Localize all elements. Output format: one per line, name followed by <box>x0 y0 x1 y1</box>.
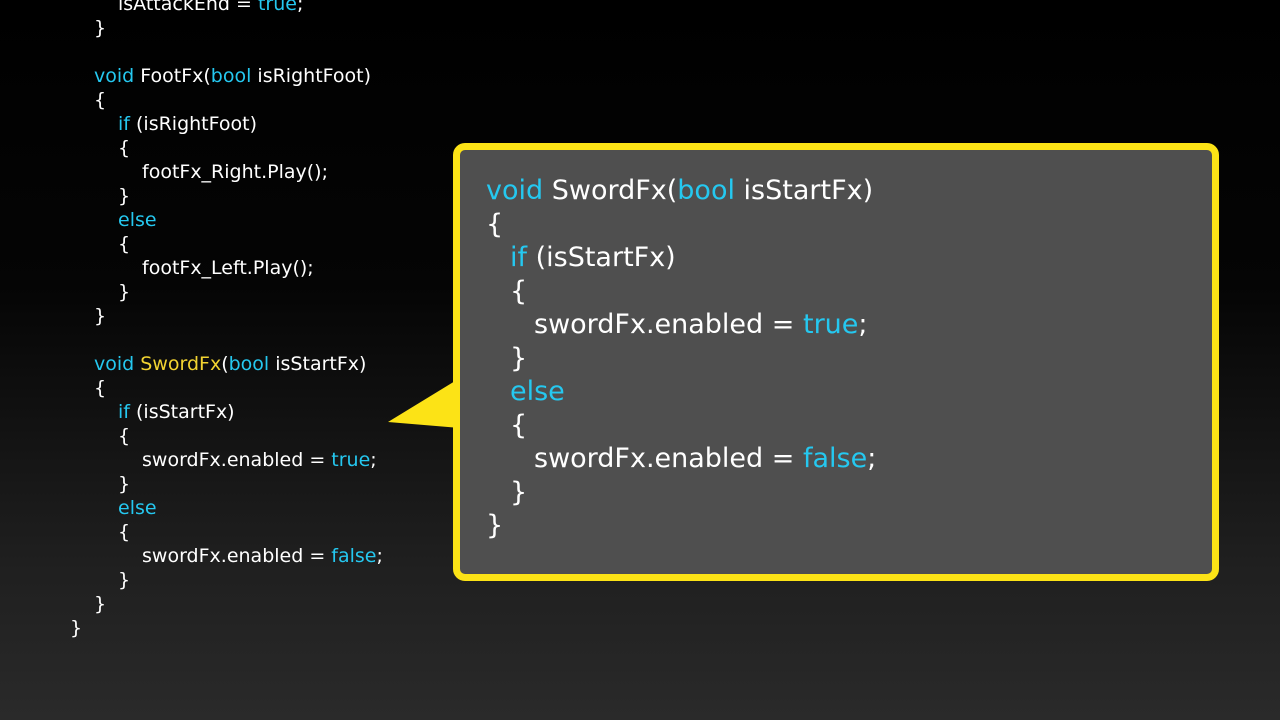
bg-code-line: { <box>118 424 130 448</box>
bg-code-token: ; <box>370 449 377 471</box>
callout-code-line: { <box>486 208 503 242</box>
bg-code-token: if <box>118 401 130 423</box>
bg-code-line: void SwordFx(bool isStartFx) <box>94 352 366 376</box>
bg-code-token: true <box>331 449 371 471</box>
bg-code-line: { <box>94 376 106 400</box>
callout-code-token: } <box>510 342 528 374</box>
bg-code-token: } <box>94 17 107 39</box>
bg-code-token: } <box>118 185 131 207</box>
bg-code-line: { <box>118 136 130 160</box>
bg-code-token: } <box>118 569 131 591</box>
bg-code-line: { <box>94 88 106 112</box>
bg-code-line: } <box>70 616 82 640</box>
callout-code-line: swordFx.enabled = false; <box>534 442 876 476</box>
bg-code-line: swordFx.enabled = true; <box>142 448 377 472</box>
bg-code-line: } <box>118 280 130 304</box>
callout-code-line: else <box>510 375 565 409</box>
callout-code-token: { <box>510 409 528 441</box>
callout-code-line: void SwordFx(bool isStartFx) <box>486 174 873 208</box>
bg-code-token: { <box>118 137 131 159</box>
bg-code-token: else <box>118 497 157 519</box>
bg-code-line: { <box>118 232 130 256</box>
callout-code-line: if (isStartFx) <box>510 241 676 275</box>
bg-code-line: else <box>118 496 157 520</box>
bg-code-line: if (isStartFx) <box>118 400 235 424</box>
bg-code-token: { <box>94 377 107 399</box>
bg-code-token: void <box>94 353 135 375</box>
callout-code-line: } <box>486 509 503 543</box>
bg-code-token: { <box>94 89 107 111</box>
callout-code-token: else <box>510 376 565 407</box>
callout-code-token: } <box>486 510 504 541</box>
bg-code-line: { <box>118 520 130 544</box>
bg-code-token: } <box>70 617 83 639</box>
callout-code-line: } <box>510 476 527 510</box>
callout-code-line: } <box>510 342 527 376</box>
callout-code-line: { <box>510 409 527 443</box>
callout-code-token: ; <box>867 443 877 474</box>
bg-code-token: true <box>257 0 297 15</box>
callout-code-token: bool <box>677 175 735 206</box>
bg-code-token: isRightFoot) <box>251 65 372 87</box>
bg-code-token: } <box>94 593 107 615</box>
bg-code-line: } <box>118 568 130 592</box>
callout-code-token: swordFx.enabled = <box>534 443 803 474</box>
callout-code-token: SwordFx( <box>543 175 678 206</box>
bg-code-token: footFx_Left.Play(); <box>142 257 314 279</box>
bg-code-token: bool <box>228 353 270 375</box>
bg-code-token: SwordFx <box>140 353 222 375</box>
bg-code-token: (isRightFoot) <box>129 113 257 135</box>
bg-code-line: void FootFx(bool isRightFoot) <box>94 64 371 88</box>
bg-code-line: } <box>94 304 106 328</box>
bg-code-token: ( <box>221 353 229 375</box>
callout-code-token: } <box>510 476 528 508</box>
callout-code-token: false <box>802 443 868 474</box>
callout-code-token: true <box>802 309 859 340</box>
zoomed-code-callout: void SwordFx(bool isStartFx){if (isStart… <box>453 143 1219 581</box>
bg-code-token: } <box>118 473 131 495</box>
bg-code-token: if <box>118 113 130 135</box>
bg-code-token: isStartFx) <box>269 353 367 375</box>
bg-code-token: { <box>118 233 131 255</box>
bg-code-line: footFx_Left.Play(); <box>142 256 314 280</box>
callout-code-token: swordFx.enabled = <box>534 309 803 340</box>
bg-code-line: swordFx.enabled = false; <box>142 544 383 568</box>
bg-code-token: ; <box>376 545 383 567</box>
bg-code-line: footFx_Right.Play(); <box>142 160 328 184</box>
bg-code-token: { <box>118 521 131 543</box>
bg-code-token: { <box>118 425 131 447</box>
bg-code-token: swordFx.enabled = <box>142 449 332 471</box>
bg-code-line: } <box>118 184 130 208</box>
callout-code-token: void <box>486 175 544 206</box>
bg-code-token: false <box>331 545 377 567</box>
bg-code-line: isAttackEnd = true; <box>118 0 303 16</box>
bg-code-line: if (isRightFoot) <box>118 112 257 136</box>
bg-code-token: } <box>94 305 107 327</box>
callout-code-token: ; <box>858 309 868 340</box>
bg-code-line: } <box>94 592 106 616</box>
callout-pointer <box>388 378 460 428</box>
callout-code-token: { <box>486 208 504 240</box>
bg-code-token: else <box>118 209 157 231</box>
callout-code-line: swordFx.enabled = true; <box>534 308 868 342</box>
bg-code-token: swordFx.enabled = <box>142 545 332 567</box>
bg-code-token: (isStartFx) <box>129 401 235 423</box>
bg-code-line: } <box>118 472 130 496</box>
bg-code-token: ; <box>296 0 304 15</box>
bg-code-token: FootFx( <box>134 65 211 87</box>
bg-code-token: bool <box>210 65 252 87</box>
bg-code-token: void <box>94 65 135 87</box>
bg-code-token: isAttackEnd = <box>118 0 258 15</box>
callout-code-token: { <box>510 275 528 307</box>
bg-code-token: } <box>118 281 131 303</box>
callout-code-token: if <box>510 242 528 273</box>
bg-code-token: footFx_Right.Play(); <box>142 161 328 183</box>
bg-code-line: } <box>94 16 106 40</box>
bg-code-line: else <box>118 208 157 232</box>
callout-code-token: (isStartFx) <box>527 242 676 273</box>
callout-code-line: { <box>510 275 527 309</box>
callout-code-token: isStartFx) <box>734 175 874 206</box>
